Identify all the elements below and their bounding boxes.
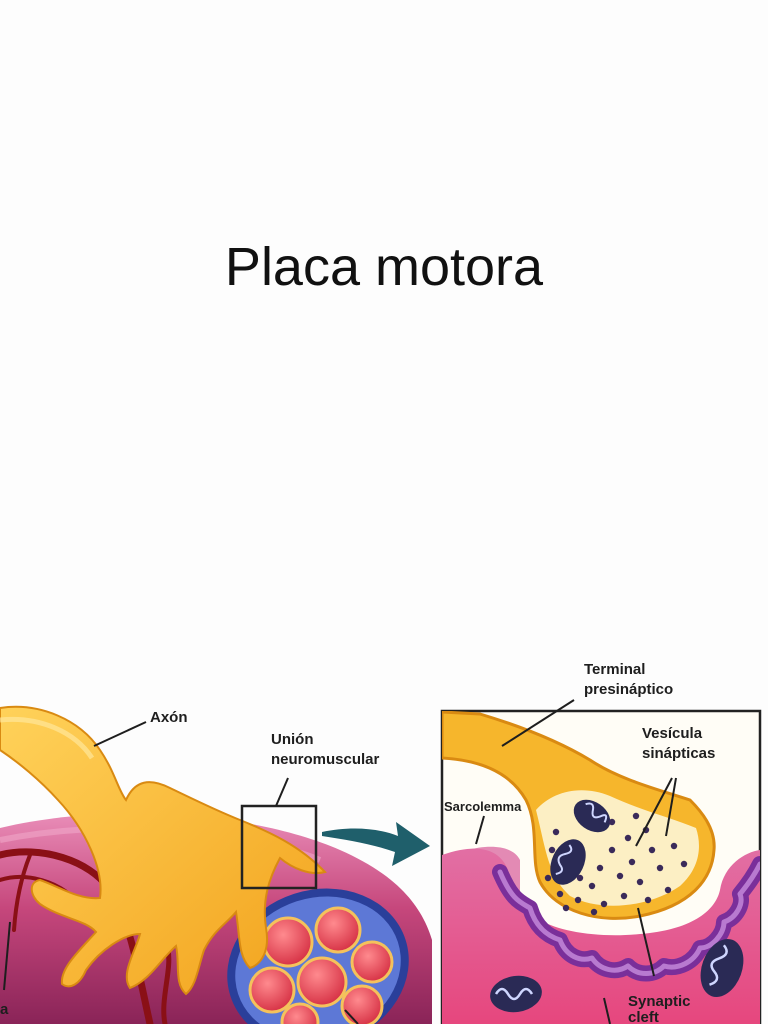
- label-vesicula-line2: sinápticas: [642, 745, 715, 762]
- label-union-line1: Unión: [271, 731, 314, 748]
- slide-title: Placa motora: [224, 237, 544, 297]
- label-synaptic-line1: Synaptic: [628, 993, 691, 1010]
- label-terminal-line1: Terminal: [584, 661, 645, 678]
- axon-illustration: [0, 705, 327, 996]
- label-sarcolemma: Sarcolemma: [444, 799, 522, 814]
- label-axon: Axón: [150, 709, 188, 726]
- label-vesicula-line1: Vesícula: [642, 725, 703, 742]
- label-synaptic-line2: cleft: [628, 1009, 659, 1024]
- synaptic-vesicles: [544, 812, 688, 916]
- terminal-mitochondria: [550, 799, 611, 885]
- muscle-mitochondria: [490, 938, 744, 1013]
- right-leader-lines: [475, 699, 677, 1024]
- label-left-edge-fragment: a: [0, 1001, 9, 1018]
- muscle-cross-section: [227, 888, 409, 1024]
- motor-endplate-diagram: Axón Unión neuromuscular Terminal presin…: [0, 661, 762, 1024]
- zoom-panel: [442, 711, 760, 1024]
- junction-highlight-box: [240, 804, 318, 890]
- zoom-arrow: [322, 822, 430, 866]
- label-terminal-line2: presináptico: [584, 681, 673, 698]
- motor-endplate-figure: Axón Unión neuromuscular Terminal presin…: [0, 650, 768, 1024]
- left-leader-lines: [3, 721, 359, 1024]
- label-union-line2: neuromuscular: [271, 751, 380, 768]
